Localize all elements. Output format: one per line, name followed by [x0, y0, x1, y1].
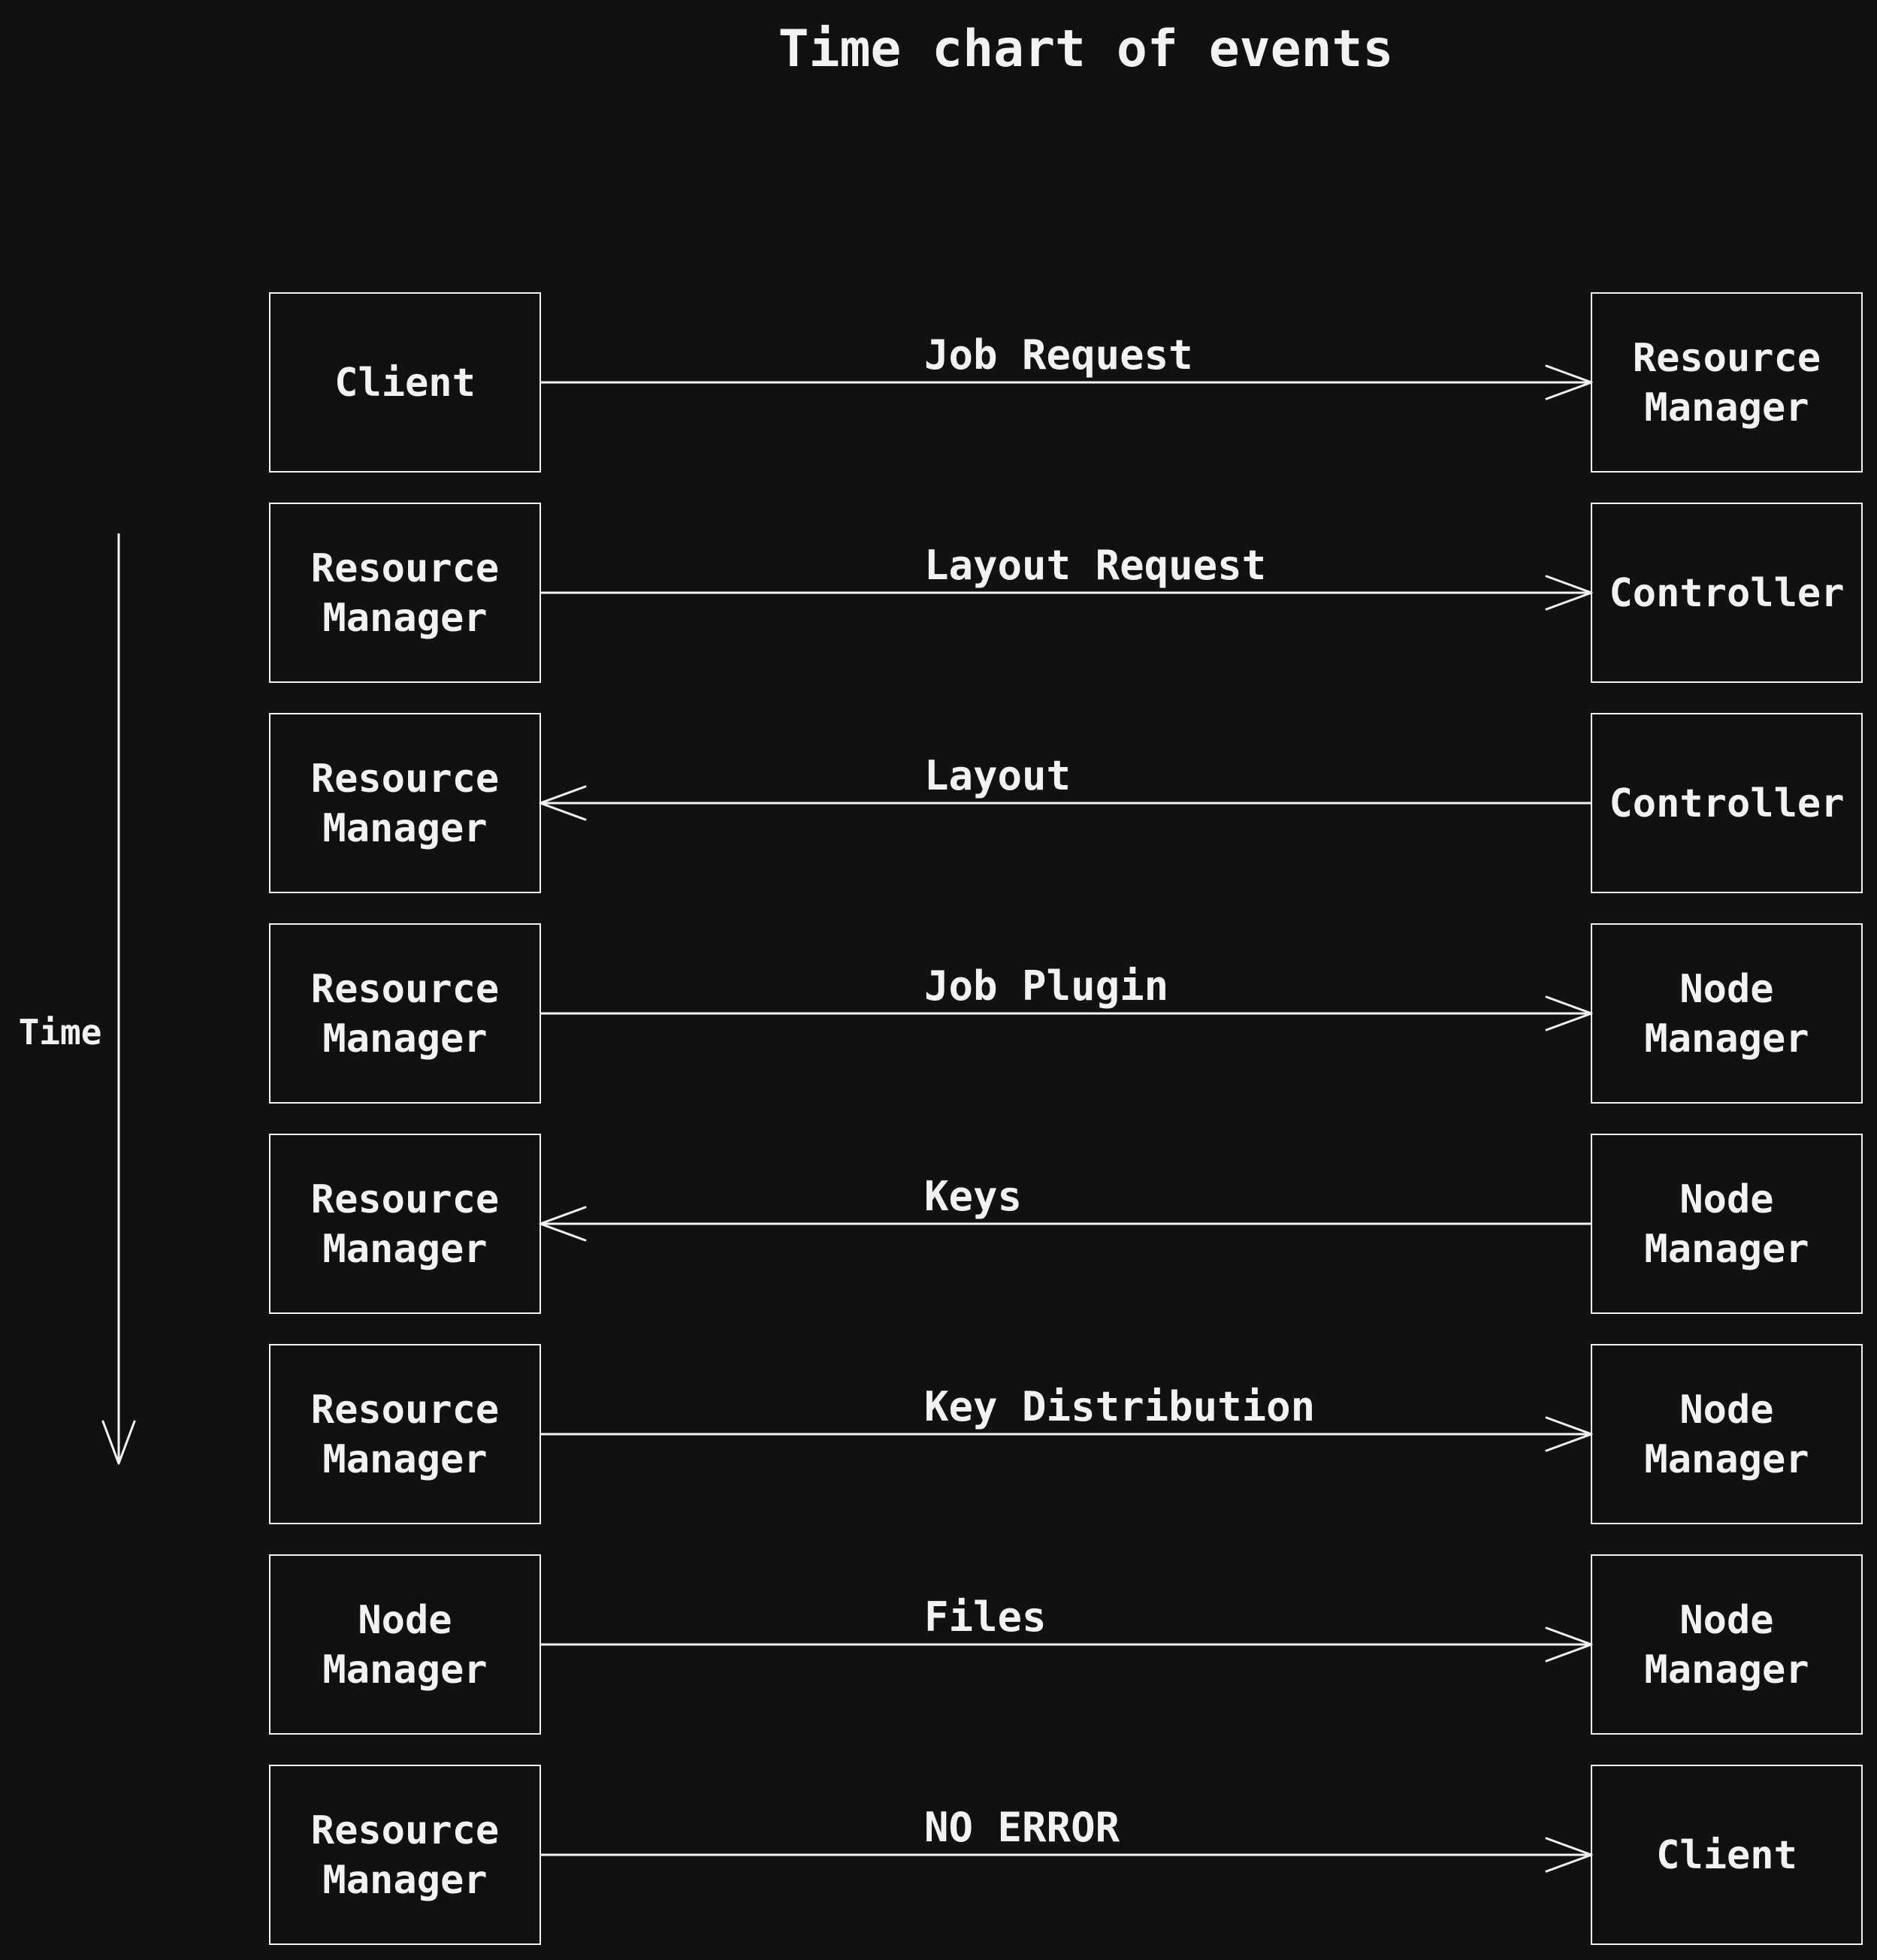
- message-label: Files: [924, 1593, 1047, 1641]
- right-node-label: Node: [1679, 1177, 1773, 1222]
- right-node-label: Controller: [1609, 781, 1844, 826]
- left-node-label: Manager: [322, 1647, 487, 1693]
- right-node-box: [1591, 1554, 1863, 1735]
- right-node-box: [1591, 292, 1863, 473]
- right-node-label: Client: [1656, 1833, 1797, 1878]
- left-node-box: [269, 503, 541, 683]
- left-node-label: Manager: [322, 596, 487, 641]
- left-node-label: Manager: [322, 806, 487, 851]
- right-node-label: Manager: [1644, 1437, 1809, 1482]
- right-node-label: Node: [1679, 1598, 1773, 1643]
- right-node-box: [1591, 1765, 1863, 1945]
- left-node-box: [269, 1765, 541, 1945]
- right-node-label: Resource: [1633, 336, 1821, 381]
- left-node-box: [269, 1554, 541, 1735]
- message-arrowhead: [1545, 995, 1593, 1031]
- left-node-label: Client: [334, 361, 476, 406]
- message-arrowhead: [1545, 1416, 1593, 1452]
- message-arrowhead: [539, 1206, 587, 1242]
- left-node-label: Manager: [322, 1437, 487, 1482]
- left-node-box: [269, 1344, 541, 1524]
- right-node-label: Manager: [1644, 1227, 1809, 1272]
- left-node-label: Node: [358, 1598, 452, 1643]
- right-node-label: Node: [1679, 967, 1773, 1012]
- diagram-title: Time chart of events: [778, 20, 1394, 79]
- left-node: Client: [269, 292, 541, 473]
- message-arrowhead: [1545, 575, 1593, 611]
- right-node-box: [1591, 713, 1863, 893]
- left-node-label: Manager: [322, 1016, 487, 1062]
- message-label: Layout Request: [924, 542, 1266, 589]
- message-label: Job Request: [924, 331, 1193, 379]
- right-node-label: Controller: [1609, 571, 1844, 616]
- right-node: Client: [1591, 1765, 1863, 1945]
- time-axis-arrowhead: [101, 1420, 136, 1465]
- right-node: Controller: [1591, 713, 1863, 893]
- right-node-label: Manager: [1644, 385, 1809, 430]
- time-axis: Time: [19, 533, 136, 1465]
- left-node-label: Resource: [311, 967, 499, 1012]
- message-arrowhead: [1545, 1837, 1593, 1873]
- message-label: Keys: [924, 1173, 1022, 1220]
- message-label: Job Plugin: [924, 962, 1168, 1010]
- left-node-label: Resource: [311, 1808, 499, 1853]
- left-node-box: [269, 1134, 541, 1314]
- left-node-label: Manager: [322, 1858, 487, 1903]
- right-node-box: [1591, 1134, 1863, 1314]
- right-node-label: Node: [1679, 1388, 1773, 1433]
- message-label: NO ERROR: [924, 1804, 1120, 1851]
- message-arrowhead: [1545, 1626, 1593, 1663]
- message-arrowhead: [1545, 364, 1593, 400]
- time-axis-label: Time: [19, 1012, 102, 1052]
- left-node-box: [269, 713, 541, 893]
- right-node-box: [1591, 923, 1863, 1104]
- left-node-label: Manager: [322, 1227, 487, 1272]
- right-node: Controller: [1591, 503, 1863, 683]
- left-node-label: Resource: [311, 1177, 499, 1222]
- right-node-box: [1591, 503, 1863, 683]
- message-label: Layout: [924, 752, 1071, 799]
- left-node-label: Resource: [311, 546, 499, 591]
- message-label: Key Distribution: [924, 1383, 1315, 1430]
- right-node-label: Manager: [1644, 1647, 1809, 1693]
- left-node-box: [269, 292, 541, 473]
- right-node-box: [1591, 1344, 1863, 1524]
- left-node-label: Resource: [311, 757, 499, 802]
- message-arrowhead: [539, 785, 587, 821]
- right-node-label: Manager: [1644, 1016, 1809, 1062]
- left-node-label: Resource: [311, 1388, 499, 1433]
- left-node-box: [269, 923, 541, 1104]
